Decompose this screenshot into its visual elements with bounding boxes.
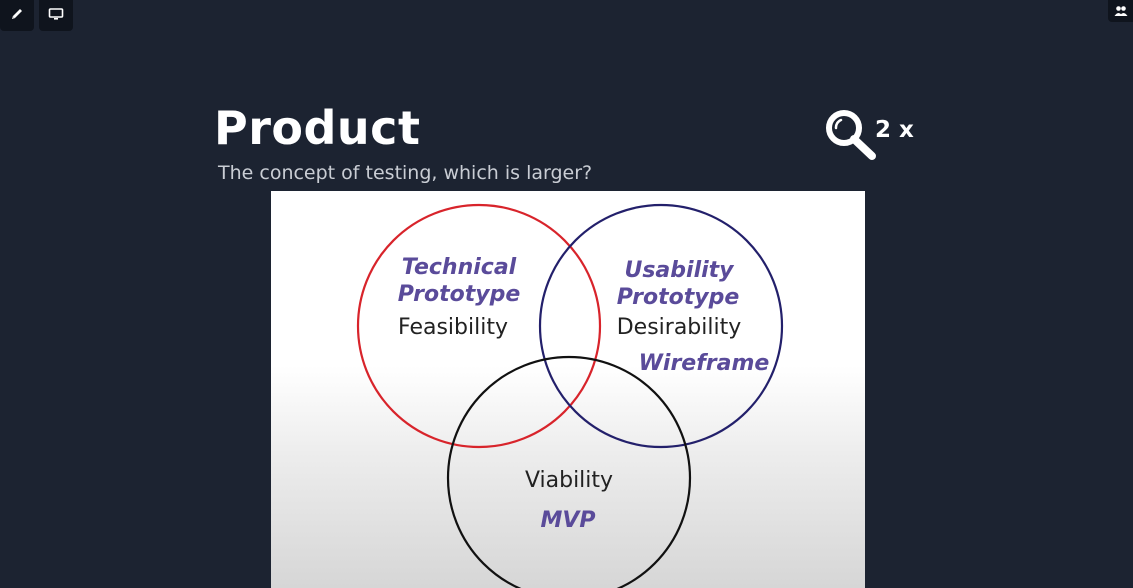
viability-label: Viability xyxy=(525,468,613,493)
participants-button[interactable] xyxy=(1108,0,1133,22)
technical-prototype-label: Prototype xyxy=(398,282,521,307)
pen-button[interactable] xyxy=(0,0,34,31)
slide-subtitle: The concept of testing, which is larger? xyxy=(218,162,593,184)
feasibility-circle xyxy=(356,203,602,449)
wireframe-label: Wireframe xyxy=(639,351,770,376)
usability-prototype-label: Prototype xyxy=(617,285,740,310)
feasibility-label: Feasibility xyxy=(398,315,508,340)
mvp-label: MVP xyxy=(540,508,595,533)
desirability-circle xyxy=(538,203,784,449)
viability-circle xyxy=(446,355,692,588)
screen-share-button[interactable] xyxy=(39,0,73,31)
usability-label: Usability xyxy=(624,258,735,283)
screen-icon xyxy=(48,6,64,25)
slide-title: Product xyxy=(214,101,421,155)
technical-label: Technical xyxy=(402,255,517,280)
pen-icon xyxy=(10,6,24,25)
desirability-label: Desirability xyxy=(617,315,742,340)
zoom-indicator: 2 x xyxy=(824,106,924,162)
zoom-label: 2 x xyxy=(875,117,914,143)
venn-diagram-panel: Technical Prototype Feasibility Usabilit… xyxy=(271,191,865,588)
people-icon xyxy=(1114,2,1128,21)
